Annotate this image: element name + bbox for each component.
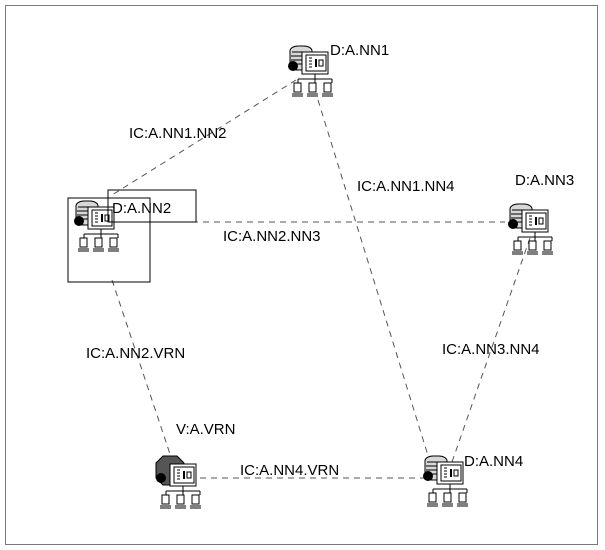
node-nn2[interactable]: D:A.NN2 bbox=[67, 189, 197, 283]
canvas-frame bbox=[5, 5, 598, 545]
link-label-nn2-vrn: IC:A.NN2.VRN bbox=[86, 345, 185, 362]
node-label-vrn: V:A.VRN bbox=[176, 421, 235, 438]
network-node-icon bbox=[423, 456, 468, 506]
virtual-routing-node-icon bbox=[156, 456, 201, 508]
link-nn2-vrn[interactable] bbox=[111, 279, 173, 461]
network-node-icon bbox=[508, 204, 553, 254]
label-selection-box bbox=[107, 189, 197, 223]
node-label-nn3: D:A.NN3 bbox=[515, 172, 574, 189]
node-nn4[interactable]: D:A.NN4 bbox=[423, 453, 523, 506]
link-label-nn1-nn4: IC:A.NN1.NN4 bbox=[357, 178, 455, 195]
selection-box bbox=[67, 197, 151, 283]
node-nn1[interactable]: D:A.NN1 bbox=[288, 42, 389, 96]
node-nn3[interactable]: D:A.NN3 bbox=[508, 172, 574, 254]
node-label-nn4: D:A.NN4 bbox=[464, 453, 523, 470]
link-label-nn2-nn3: IC:A.NN2.NN3 bbox=[223, 228, 321, 245]
link-label-nn3-nn4: IC:A.NN3.NN4 bbox=[442, 341, 540, 358]
link-label-nn4-vrn: IC:A.NN4.VRN bbox=[240, 462, 339, 479]
node-vrn[interactable]: V:A.VRN bbox=[156, 421, 235, 508]
node-label-nn2: D:A.NN2 bbox=[112, 200, 171, 217]
link-nn1-nn2[interactable] bbox=[111, 79, 297, 196]
node-label-nn1: D:A.NN1 bbox=[330, 42, 389, 59]
link-nn1-nn4[interactable] bbox=[317, 99, 431, 463]
network-node-icon bbox=[288, 46, 333, 96]
link-label-nn1-nn2: IC:A.NN1.NN2 bbox=[129, 125, 227, 142]
